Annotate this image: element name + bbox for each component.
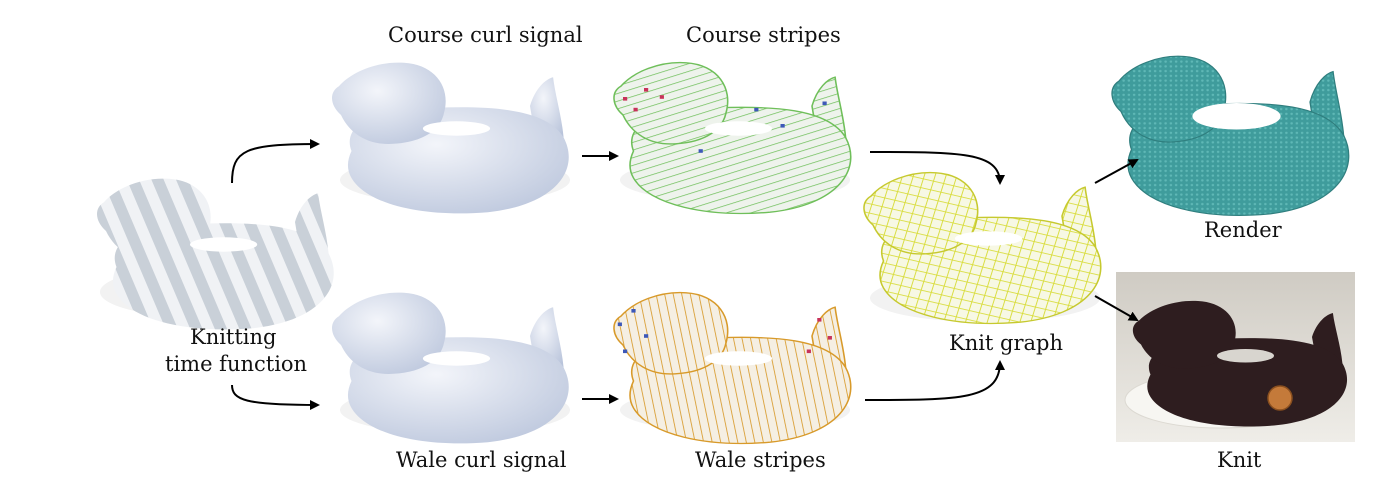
- arrow-course-to-graph: [869, 151, 1005, 185]
- label-render: Render: [1204, 218, 1282, 242]
- course-stripes-mesh: [613, 61, 852, 215]
- pipeline-arrows: [231, 139, 1139, 410]
- arrow-to-render: [1094, 159, 1139, 184]
- arrow-to-knit: [1094, 295, 1139, 321]
- wale-stripes-mesh: [613, 291, 852, 445]
- label-time-function: time function: [165, 352, 308, 376]
- arrow-wale-to-graph: [864, 360, 1005, 401]
- knit-graph-mesh: [863, 171, 1102, 325]
- label-course-stripes: Course stripes: [686, 23, 841, 47]
- wale-curl-signal-mesh: [331, 292, 569, 444]
- knit-photo: [1116, 272, 1355, 442]
- time-function-mesh: [96, 178, 334, 330]
- label-wale-curl-signal: Wale curl signal: [396, 448, 567, 472]
- label-knitting: Knitting: [190, 325, 277, 349]
- label-course-curl-signal: Course curl signal: [388, 23, 583, 47]
- label-knit: Knit: [1217, 448, 1262, 472]
- arrow-to-course-curl: [231, 139, 320, 184]
- coin-icon: [1267, 385, 1293, 411]
- arrow-to-wale-curl: [231, 384, 320, 410]
- label-wale-stripes: Wale stripes: [695, 448, 826, 472]
- render-mesh: [1111, 55, 1350, 217]
- label-knit-graph: Knit graph: [949, 331, 1064, 355]
